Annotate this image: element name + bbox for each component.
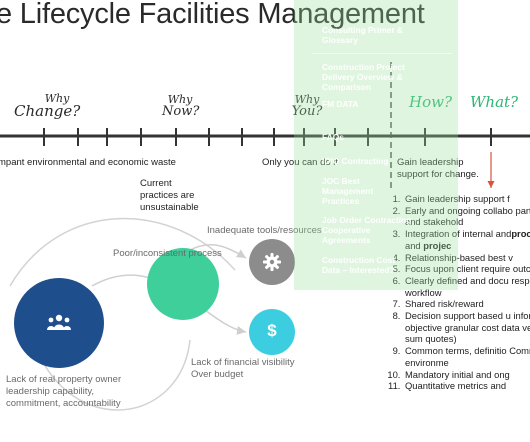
list-item: Clearly defined and docu responsibilitie… xyxy=(403,275,530,298)
steps-list: Gain leadership support f Early and ongo… xyxy=(388,193,530,392)
waste-caption: mpant environmental and economic waste xyxy=(0,157,176,168)
nav-dropdown-overlay xyxy=(294,0,458,290)
menu-item-idiq[interactable]: IDIQ Contracting xyxy=(322,156,389,166)
only-you-caption: Only you can do it xyxy=(262,157,339,168)
menu-item-delivery[interactable]: Construction Project Delivery Overview &… xyxy=(322,62,405,92)
menu-item-faqs[interactable]: FAQs xyxy=(322,132,344,142)
menu-item-cooperative[interactable]: Job Order Contracting Cooperative Agreem… xyxy=(322,215,412,245)
why-now-label: Why Now? xyxy=(162,93,200,119)
what-label: What? xyxy=(470,93,519,111)
lack-financial-caption: Lack of financial visibility Over budget xyxy=(191,357,295,380)
menu-item-consulting[interactable]: Consulting Primer & Glossary xyxy=(322,25,403,45)
connector-navy-teal xyxy=(91,274,151,287)
list-item: Quantitative metrics and xyxy=(403,380,530,392)
arrow-to-gear xyxy=(189,243,247,259)
arc-left-large xyxy=(9,217,236,287)
list-item: Mandatory initial and ong xyxy=(403,369,530,381)
why-change-label: Why Change? xyxy=(14,92,81,120)
list-item: Focus upon client require outcomes xyxy=(403,263,530,275)
owner-circle xyxy=(14,278,104,368)
list-item: Shared risk/reward xyxy=(403,298,530,310)
arrow-to-dollar xyxy=(204,309,247,335)
emph-procurement: procurement xyxy=(511,228,530,240)
list-item: Decision support based u information (i.… xyxy=(403,310,530,345)
inadequate-caption: Inadequate tools/resources xyxy=(207,225,322,236)
gear-icon xyxy=(263,253,281,271)
list-item: Relationship-based best v xyxy=(403,252,530,264)
people-icon xyxy=(47,314,71,330)
timeline-ticks xyxy=(43,128,492,146)
why-you-label: Why You? xyxy=(291,93,323,119)
menu-item-fm-data[interactable]: FM DATA xyxy=(322,99,359,109)
process-circle xyxy=(147,248,219,320)
list-item: Integration of internal andprocurement, … xyxy=(403,228,530,251)
menu-item-joc[interactable]: JOC Best Management Practices xyxy=(322,176,374,206)
financial-circle xyxy=(249,309,295,355)
arc-bottom-large xyxy=(29,329,191,411)
list-item: Common terms, definitio Common data envi… xyxy=(403,345,530,368)
lack-owner-caption: Lack of real property owner leadership c… xyxy=(6,374,122,409)
list-item: Early and ongoing collabo participants a… xyxy=(403,205,530,228)
menu-item-cost-data[interactable]: Construction Cost Data – Interested? xyxy=(322,255,396,275)
gain-caption: Gain leadership support for change. xyxy=(397,157,479,180)
slide-title: e Lifecycle Facilities Management xyxy=(0,0,425,30)
poor-process-caption: Poor/inconsistent process xyxy=(113,248,222,259)
list-item: Gain leadership support f xyxy=(403,193,530,205)
how-label: How? xyxy=(409,93,452,111)
menu-divider xyxy=(312,53,452,54)
dollar-icon: $ xyxy=(267,321,277,340)
current-practices-caption: Current practices are unsustainable xyxy=(140,178,199,213)
